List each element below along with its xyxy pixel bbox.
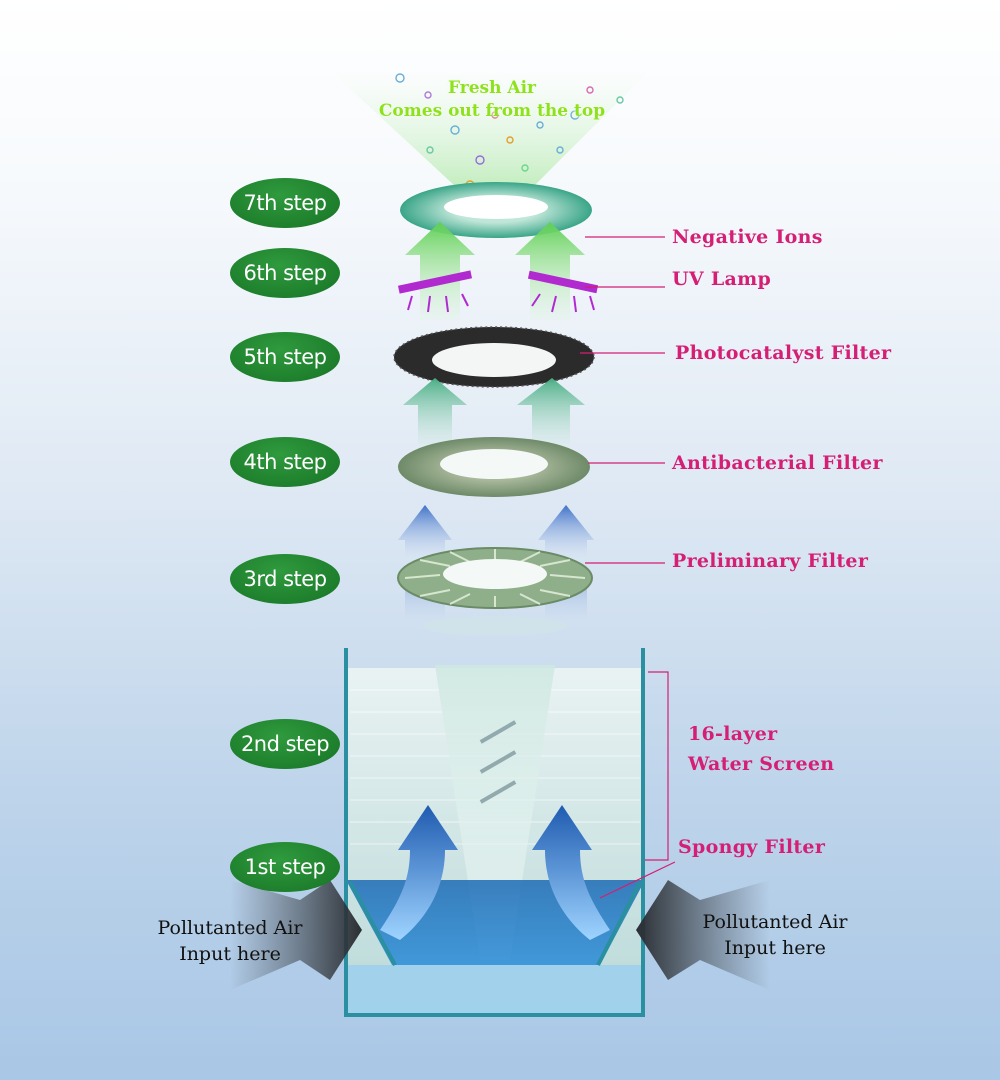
water-tank: [344, 648, 645, 1017]
fresh-air-beam: [330, 70, 650, 200]
airflow-arrows-teal: [403, 378, 585, 450]
label-antibacterial-filter: Antibacterial Filter: [672, 452, 883, 474]
left-input-line2: Input here: [179, 943, 281, 965]
step-badge-7: 7th step: [230, 178, 340, 228]
label-connectors: [580, 236, 676, 899]
pollutant-input-arrows: [230, 880, 770, 990]
air-bubbles: [395, 73, 624, 190]
right-input-label: Pollutanted Air Input here: [685, 909, 865, 961]
antibacterial-filter: [398, 437, 590, 497]
preliminary-filter: [397, 547, 593, 636]
label-preliminary-filter: Preliminary Filter: [672, 550, 869, 572]
cone-channel: [435, 665, 555, 960]
step-badge-3: 3rd step: [230, 554, 340, 604]
fresh-air-title: Fresh Air: [448, 78, 536, 98]
step-badge-5: 5th step: [230, 332, 340, 382]
label-photocatalyst-filter: Photocatalyst Filter: [675, 342, 892, 364]
right-input-line2: Input here: [724, 937, 826, 959]
left-input-line1: Pollutanted Air: [157, 917, 303, 939]
step-badge-1: 1st step: [230, 842, 340, 892]
photocatalyst-filter: [393, 326, 595, 388]
left-input-label: Pollutanted Air Input here: [140, 915, 320, 967]
step-badge-6: 6th step: [230, 248, 340, 298]
label-negative-ions: Negative Ions: [672, 226, 823, 248]
uv-lamps: [397, 270, 599, 313]
airflow-arrows-water: [380, 805, 610, 940]
right-input-line1: Pollutanted Air: [702, 911, 848, 933]
step-badge-4: 4th step: [230, 437, 340, 487]
label-uv-lamp: UV Lamp: [672, 268, 772, 290]
label-water-screen-line2: Water Screen: [688, 753, 835, 775]
step-badge-2: 2nd step: [230, 719, 340, 769]
airflow-arrows-green: [405, 222, 585, 320]
negative-ions-ring: [400, 182, 592, 238]
fresh-air-subtitle: Comes out from the top: [378, 101, 606, 121]
label-water-screen-line1: 16-layer: [688, 723, 778, 745]
label-spongy-filter: Spongy Filter: [678, 836, 826, 858]
